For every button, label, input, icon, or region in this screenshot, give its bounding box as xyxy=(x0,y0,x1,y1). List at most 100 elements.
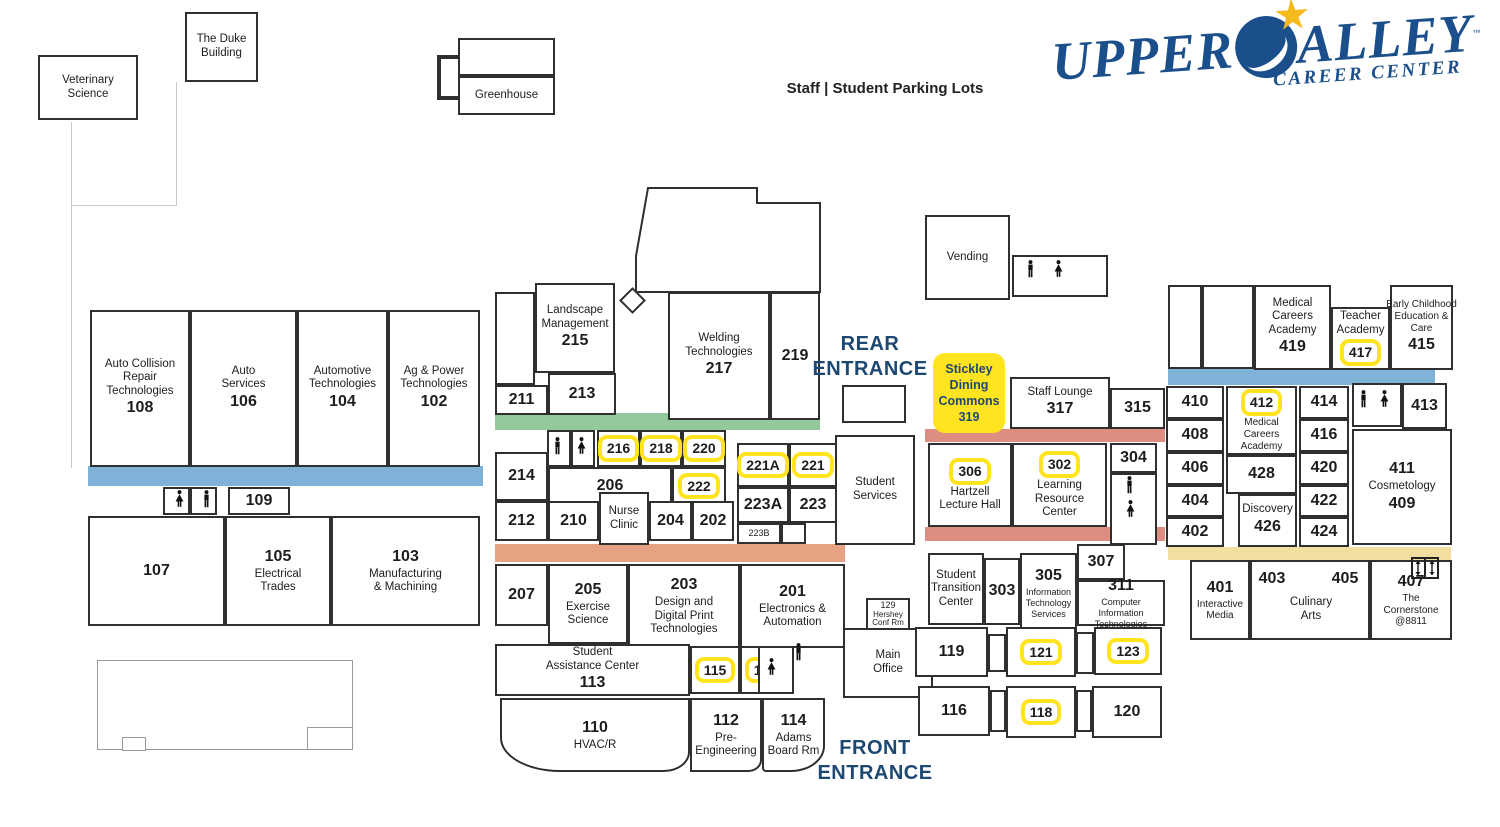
room-420-label: 420 xyxy=(1310,459,1338,477)
corridor-orange-2 xyxy=(495,544,845,562)
label-rear-entrance: REAR ENTRANCE xyxy=(810,332,930,382)
room-108-label: Technologies xyxy=(106,384,174,397)
room-219-label: 219 xyxy=(781,346,809,364)
room-108-label: Auto Collision xyxy=(104,357,176,370)
room-121: 121 xyxy=(1006,627,1076,677)
room-415-label: Care xyxy=(1410,323,1433,334)
room-221: 221 xyxy=(789,443,837,487)
room-412-mca-label: 412 xyxy=(1240,389,1283,417)
room-415-label: Early Childhood xyxy=(1386,299,1457,311)
room-411-409-cosmetology-label: 411 xyxy=(1389,460,1415,478)
room-205-label: 205 xyxy=(574,581,602,599)
room-407-cornerstone-label: Cornerstone xyxy=(1383,604,1439,616)
vending-label: Vending xyxy=(946,250,989,263)
logo-trademark: ™ xyxy=(1472,27,1481,38)
room-109-label: 109 xyxy=(245,491,273,509)
room-104-label: Automotive xyxy=(313,364,372,377)
restroom-front xyxy=(758,646,794,694)
room-419-label: Careers xyxy=(1272,310,1313,323)
student-transition-center-label: Student xyxy=(936,568,976,581)
label-405: 405 xyxy=(1325,568,1365,590)
room-222-label: 222 xyxy=(678,472,720,500)
room-311-cit-label: Computer xyxy=(1101,597,1141,608)
room-317-label: Staff Lounge xyxy=(1027,385,1093,398)
label-parking: Staff | Student Parking Lots xyxy=(787,74,984,102)
room-315-label: 315 xyxy=(1124,399,1151,417)
room-307: 307 xyxy=(1077,544,1125,580)
room-214: 214 xyxy=(495,452,548,501)
female-restroom-icon xyxy=(766,658,777,676)
female-restroom-icon xyxy=(174,490,185,508)
room-112-label: Pre- xyxy=(715,731,737,744)
room-108-label: 108 xyxy=(126,399,154,417)
room-419-label: Medical xyxy=(1272,296,1313,309)
room-426-discovery-label: Discovery xyxy=(1242,503,1293,516)
room-213: 213 xyxy=(548,373,616,415)
room-114-label: Board Rm xyxy=(767,745,820,758)
room-203-label: Technologies xyxy=(650,623,718,636)
room-106-label: Auto xyxy=(231,364,256,377)
stickley-dining-commons-319-label: 319 xyxy=(958,410,980,425)
student-transition-center-label: Transition xyxy=(930,582,982,595)
closet-1 xyxy=(988,634,1006,672)
room-428-label: 428 xyxy=(1248,465,1275,483)
label-front-entrance-label: FRONT xyxy=(839,737,911,759)
room-408: 408 xyxy=(1166,419,1224,452)
room-417-teacher-academy-label: Teacher xyxy=(1340,310,1381,323)
room-413: 413 xyxy=(1402,383,1447,429)
room-119-label: 119 xyxy=(938,642,965,660)
room-110-label: HVAC/R xyxy=(573,738,617,751)
male-restroom-icon xyxy=(202,490,211,508)
room-305-its-label: 305 xyxy=(1035,567,1062,585)
room-204-label: 204 xyxy=(657,511,684,529)
main-office-label: Main xyxy=(875,649,901,662)
label-culinary-arts-label: Culinary xyxy=(1289,596,1333,609)
room-305-its-label: Information xyxy=(1025,587,1072,598)
corridor-tan-6 xyxy=(1168,547,1451,560)
room-204: 204 xyxy=(649,501,692,541)
room-302-lrc-label: Learning xyxy=(1037,479,1082,492)
room-221A: 221A xyxy=(737,443,789,487)
restroom-mid-f xyxy=(571,430,595,467)
room-103-label: & Machining xyxy=(373,581,438,594)
veterinary-science-label: Science xyxy=(67,87,109,100)
greenhouse-label: Greenhouse xyxy=(474,88,539,101)
room-222: 222 xyxy=(672,467,726,505)
room-304-label: 304 xyxy=(1120,448,1147,466)
room-303: 303 xyxy=(984,558,1020,625)
room-203-label: Digital Print xyxy=(654,609,714,622)
label-front-entrance-label: ENTRANCE xyxy=(817,762,933,784)
room-407-cornerstone-label: The xyxy=(1402,592,1420,604)
room-414-label: 414 xyxy=(1310,393,1338,411)
room-410-label: 410 xyxy=(1181,393,1209,411)
room-culinary xyxy=(1250,560,1370,640)
room-120-label: 120 xyxy=(1113,702,1141,720)
room-102-label: 102 xyxy=(420,392,448,410)
room-113-label: 113 xyxy=(579,674,606,692)
room-104-label: 104 xyxy=(329,392,356,410)
room-112-label: 112 xyxy=(713,712,739,730)
room-upper-left xyxy=(495,292,535,385)
room-304: 304 xyxy=(1110,443,1157,473)
room-218-label: 218 xyxy=(640,435,682,462)
room-123-label: 123 xyxy=(1107,637,1149,665)
label-rear-entrance-label: REAR xyxy=(840,333,900,355)
room-413-label: 413 xyxy=(1411,396,1438,414)
room-120: 120 xyxy=(1092,686,1162,738)
label-rear-entrance-label: ENTRANCE xyxy=(812,358,928,380)
room-110-label: 110 xyxy=(582,718,608,736)
label-culinary-arts-label: Arts xyxy=(1300,610,1322,622)
